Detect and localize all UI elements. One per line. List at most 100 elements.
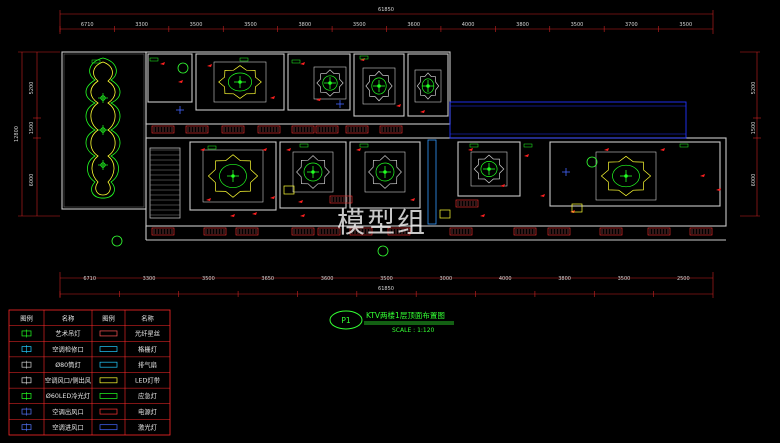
laser-light-symbol bbox=[562, 168, 570, 176]
legend-item-label: 空调检修口 bbox=[52, 344, 83, 353]
dim-segment-label: 6710 bbox=[81, 22, 94, 28]
legend-header: 名称 bbox=[141, 314, 154, 323]
downlight-mark bbox=[360, 58, 365, 61]
left-dim-2: 1500 bbox=[29, 122, 35, 135]
drawing-title: KTV两楼1层顶面布置图 bbox=[366, 310, 445, 320]
dim-segment-label: 3500 bbox=[190, 22, 203, 28]
right-dim-2: 1500 bbox=[751, 122, 757, 135]
legend-header: 图例 bbox=[20, 314, 33, 323]
downlight-mark bbox=[300, 214, 305, 217]
downlight-mark bbox=[178, 80, 183, 83]
legend-item-label: Ø80筒灯 bbox=[55, 360, 81, 369]
legend-symbol-icon bbox=[99, 424, 118, 431]
dim-segment-label: 3500 bbox=[618, 276, 631, 282]
legend-symbol-icon bbox=[21, 329, 32, 338]
dim-segment-label: 3300 bbox=[135, 22, 148, 28]
downlight-mark bbox=[500, 184, 505, 187]
downlight-mark bbox=[262, 148, 267, 151]
room-ceiling-ornament bbox=[313, 66, 347, 100]
dim-segment-label: 3650 bbox=[261, 276, 274, 282]
downlight-mark bbox=[700, 174, 705, 177]
downlight-mark bbox=[468, 148, 473, 151]
downlight-mark bbox=[200, 148, 205, 151]
legend-item-label: 光纤星丝 bbox=[135, 329, 160, 338]
upper-rooms-wall bbox=[145, 51, 451, 125]
drawing-scale: SCALE : 1:120 bbox=[392, 327, 435, 334]
legend-item-label: 空调出风口 bbox=[52, 407, 83, 416]
legend-symbol-icon bbox=[21, 376, 32, 385]
legend-header: 名称 bbox=[62, 314, 75, 323]
dim-segment-label: 3600 bbox=[321, 276, 334, 282]
legend-symbol-icon bbox=[21, 391, 32, 400]
downlight-mark bbox=[410, 198, 415, 201]
title-badge-label: P1 bbox=[341, 316, 351, 325]
room-ceiling-ornament bbox=[213, 61, 267, 103]
axis-marker bbox=[586, 156, 598, 168]
legend-item-label: 电源灯 bbox=[138, 407, 158, 416]
room-ceiling-ornament bbox=[202, 149, 264, 203]
dim-segment-label: 3700 bbox=[625, 22, 638, 28]
legend-item-label: 艺术吊灯 bbox=[55, 329, 81, 338]
downlight-mark bbox=[300, 62, 305, 65]
downlight-mark bbox=[230, 214, 235, 217]
downlight-mark bbox=[316, 98, 321, 101]
room-ceiling-ornament bbox=[362, 67, 396, 105]
corridor-ornament-ceiling bbox=[85, 57, 121, 199]
legend-symbol-icon bbox=[99, 408, 118, 415]
legend-header: 图例 bbox=[102, 314, 115, 323]
legend-symbol-icon bbox=[99, 377, 118, 384]
art-chandelier-symbol bbox=[98, 160, 108, 170]
floor-plan bbox=[61, 51, 727, 241]
dim-segment-label: 3500 bbox=[380, 276, 393, 282]
dim-segment-label: 3300 bbox=[143, 276, 156, 282]
left-dimension-chain: 5200 1500 6000 12800 bbox=[14, 51, 60, 217]
downlight-mark bbox=[396, 104, 401, 107]
bottom-total-dim: 61850 bbox=[378, 286, 394, 292]
downlight-mark bbox=[252, 212, 257, 215]
room-ceiling-ornament bbox=[414, 69, 442, 103]
legend-symbol-icon bbox=[21, 423, 32, 432]
room-ceiling-ornament bbox=[470, 151, 508, 187]
dim-segment-label: 3500 bbox=[202, 276, 215, 282]
room-ceiling-ornament bbox=[292, 151, 334, 193]
axis-marker bbox=[111, 235, 123, 247]
legend-symbol-icon bbox=[21, 345, 32, 354]
dim-segment-label: 3600 bbox=[407, 22, 420, 28]
dim-segment-label: 3800 bbox=[558, 276, 571, 282]
corridor-blue-zone bbox=[449, 101, 687, 139]
dim-segment-label: 4000 bbox=[462, 22, 475, 28]
downlight-mark bbox=[286, 148, 291, 151]
left-dim-1: 5200 bbox=[29, 82, 35, 95]
title-block: P1 KTV两楼1层顶面布置图 SCALE : 1:120 bbox=[329, 310, 454, 334]
axis-marker bbox=[377, 245, 389, 257]
left-dim-3: 6000 bbox=[29, 174, 35, 187]
dim-segment-label: 3500 bbox=[679, 22, 692, 28]
legend-item-label: 空调风口/侧出风 bbox=[45, 376, 92, 385]
room-ceiling-ornament bbox=[364, 151, 406, 193]
downlight-mark bbox=[524, 154, 529, 157]
dim-segment-label: 3500 bbox=[571, 22, 584, 28]
art-chandelier-symbol bbox=[98, 125, 108, 135]
watermark-text: 模型组 bbox=[337, 206, 427, 239]
downlight-mark bbox=[716, 188, 721, 191]
downlight-mark bbox=[270, 196, 275, 199]
legend-symbol-icon bbox=[99, 346, 118, 352]
laser-light-symbol bbox=[336, 100, 344, 108]
downlight-mark bbox=[206, 198, 211, 201]
dim-segment-label: 3500 bbox=[244, 22, 257, 28]
legend-item-label: 排气扇 bbox=[138, 360, 157, 369]
downlight-mark bbox=[207, 64, 212, 67]
title-badge bbox=[329, 310, 363, 330]
dim-segment-label: 6710 bbox=[83, 276, 96, 282]
dim-segment-label: 2500 bbox=[677, 276, 690, 282]
left-total-dim: 12800 bbox=[14, 126, 20, 142]
dim-segment-label: 4000 bbox=[499, 276, 512, 282]
legend-symbol-icon bbox=[99, 393, 118, 399]
grille-lights bbox=[151, 125, 713, 236]
right-dimension-chain: 5200 1500 6000 bbox=[740, 51, 761, 217]
legend-table: 图例名称图例名称艺术吊灯光纤星丝空调检修口格栅灯Ø80筒灯排气扇空调风口/侧出风… bbox=[8, 309, 171, 436]
